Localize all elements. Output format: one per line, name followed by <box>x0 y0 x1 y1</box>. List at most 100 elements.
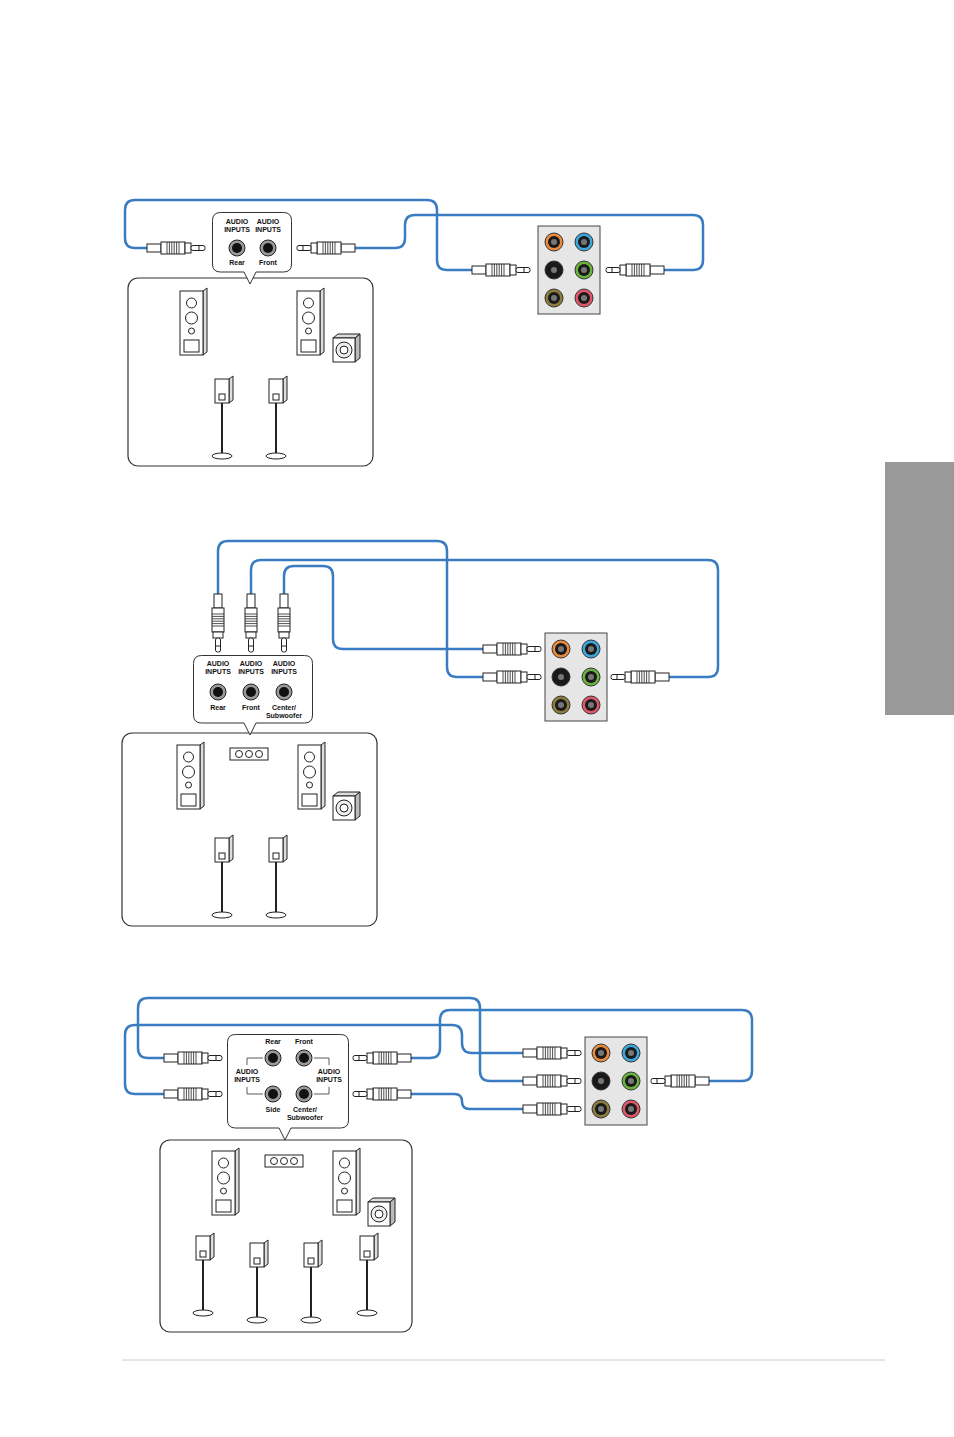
plug-body <box>161 242 185 254</box>
plug-rib <box>212 616 224 617</box>
plug-tip <box>516 268 530 273</box>
audio-plug <box>483 671 541 683</box>
plug-tip <box>567 1051 581 1056</box>
jack-label: AUDIO INPUTS <box>202 660 234 675</box>
sat-side <box>283 835 287 862</box>
plug-rib <box>388 1052 389 1064</box>
jack-label: Center/ Subwoofer <box>283 1106 327 1121</box>
satellite-speaker <box>357 1233 378 1316</box>
plug-rib <box>391 1052 392 1064</box>
audio-plug <box>611 671 669 683</box>
plug-ring <box>216 1056 217 1061</box>
bracket-line <box>314 1087 329 1094</box>
plug-rib <box>641 264 642 276</box>
input-jack-hole <box>268 1089 278 1099</box>
input-jack-hole <box>268 1053 278 1063</box>
speaker-port <box>184 340 199 352</box>
plug-rib <box>167 242 168 254</box>
plug-rib <box>386 1052 387 1064</box>
plug-rib <box>245 621 257 622</box>
plug-rib <box>550 1047 551 1059</box>
satellite-speaker <box>266 376 287 459</box>
sat-driver <box>273 394 279 400</box>
satellite-speaker <box>301 1240 322 1323</box>
plug-rib <box>555 1075 556 1087</box>
speaker-driver <box>307 782 313 788</box>
speaker-driver <box>256 751 263 758</box>
satellite-speaker <box>212 376 233 459</box>
audio-port-pin <box>581 295 587 301</box>
input-jack-hole <box>246 687 256 697</box>
plug-ring <box>612 268 613 273</box>
plug-rib <box>649 671 650 683</box>
plug-strain <box>523 1049 537 1057</box>
plug-collar <box>510 265 516 275</box>
plug-body <box>178 1052 202 1064</box>
plug-rib <box>278 618 290 619</box>
sat-stand <box>310 1267 312 1318</box>
plug-rib <box>379 1088 380 1100</box>
sat-base <box>301 1317 321 1323</box>
plug-strain <box>397 1090 411 1098</box>
plug-collar <box>185 243 191 253</box>
sat-stand <box>221 862 223 913</box>
input-jack-hole <box>213 687 223 697</box>
speaker-driver <box>246 751 253 758</box>
plug-rib <box>196 1088 197 1100</box>
center-speaker <box>265 1155 303 1167</box>
input-jack <box>296 1086 312 1102</box>
sub-driver <box>336 342 352 358</box>
plug-rib <box>245 616 257 617</box>
audio-port-pin <box>628 1106 634 1112</box>
sat-driver <box>254 1258 260 1264</box>
jack-label: AUDIO INPUTS <box>231 1068 263 1083</box>
sat-driver <box>273 853 279 859</box>
audio-port-pin <box>558 702 564 708</box>
jack-label: Front <box>236 704 266 712</box>
tower-speaker <box>333 1148 360 1215</box>
plug-ring <box>216 1092 217 1097</box>
plug-rib <box>681 1075 682 1087</box>
plug-body <box>537 1075 561 1087</box>
audio-port <box>582 640 600 658</box>
plug-body <box>245 608 257 632</box>
audio-port-hole <box>595 1075 607 1087</box>
audio-port <box>592 1072 610 1090</box>
plug-rib <box>555 1047 556 1059</box>
plug-strain <box>280 594 288 608</box>
speaker-side <box>235 1148 239 1215</box>
plug-tip <box>208 1056 222 1061</box>
plug-rib <box>330 242 331 254</box>
audio-port-pin <box>598 1078 604 1084</box>
audio-plug <box>278 594 290 652</box>
plug-ring <box>575 1107 576 1112</box>
plug-rib <box>186 1088 187 1100</box>
audio-port-hole <box>585 671 597 683</box>
plug-strain <box>483 645 497 653</box>
sub-front <box>333 338 355 362</box>
audio-cable <box>251 560 718 677</box>
plug-tip <box>527 675 541 680</box>
audio-plug <box>523 1075 581 1087</box>
audio-port-panel <box>585 1037 647 1125</box>
plug-strain <box>523 1077 537 1085</box>
speaker-driver <box>218 1172 230 1184</box>
audio-cable <box>355 215 703 270</box>
plug-rib <box>639 264 640 276</box>
tower-speaker <box>180 288 207 355</box>
audio-cable <box>125 200 472 270</box>
sat-side <box>264 1240 268 1267</box>
jack-label: Center/ Subwoofer <box>262 704 306 719</box>
plug-collar <box>521 644 527 654</box>
input-jack-hole <box>299 1053 309 1063</box>
audio-port-pin <box>551 295 557 301</box>
sat-base <box>266 912 286 918</box>
plug-rib <box>212 626 224 627</box>
sat-side <box>210 1233 214 1260</box>
sat-front <box>215 838 229 862</box>
speaker-front <box>298 745 321 809</box>
plug-strain <box>147 244 161 252</box>
plug-strain <box>247 594 255 608</box>
jack-label: Rear <box>203 704 233 712</box>
plug-rib <box>543 1103 544 1115</box>
